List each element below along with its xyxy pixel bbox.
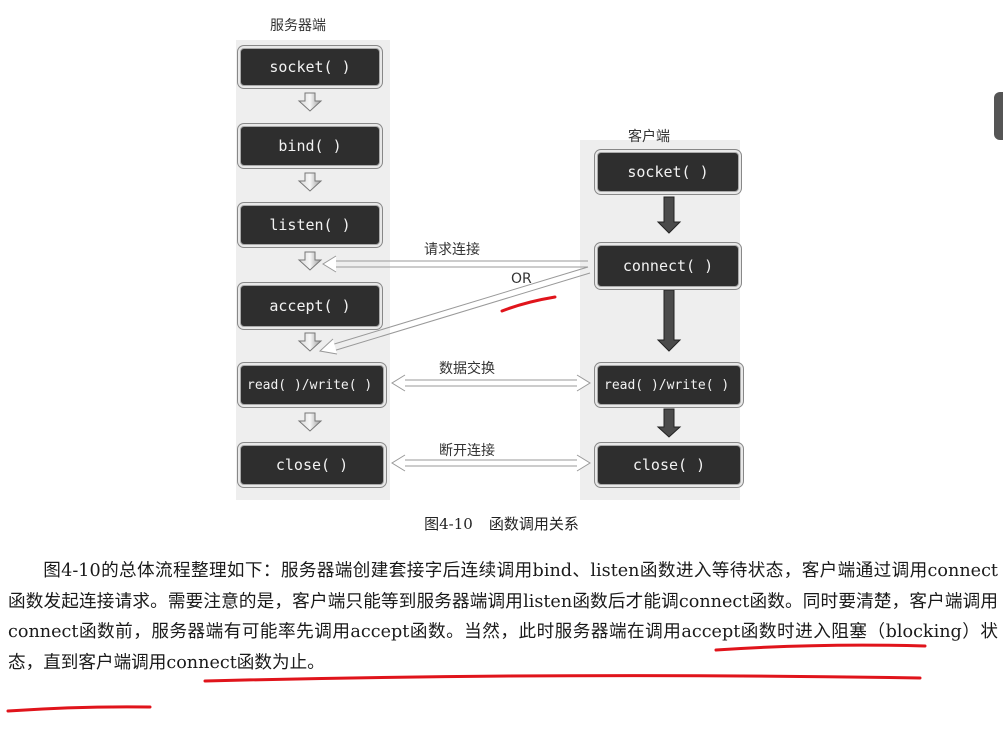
request-connection-or-arrow bbox=[318, 266, 591, 355]
server-socket-box: socket( ) bbox=[240, 48, 380, 86]
client-close-box: close( ) bbox=[597, 445, 741, 485]
down-arrow-icon bbox=[656, 289, 682, 352]
edge-label-request: 请求连接 bbox=[424, 242, 480, 258]
down-arrow-icon bbox=[297, 92, 323, 112]
server-close-box: close( ) bbox=[240, 445, 384, 485]
server-read-write-box: read( )/write( ) bbox=[240, 365, 384, 405]
figure-number: 图4-10 bbox=[424, 515, 473, 533]
down-arrow-icon bbox=[656, 408, 682, 438]
figure-caption: 图4-10 函数调用关系 bbox=[0, 513, 1003, 534]
body-paragraph: 图4-10的总体流程整理如下：服务器端创建套接字后连续调用bind、listen… bbox=[8, 561, 998, 673]
server-bind-box: bind( ) bbox=[240, 126, 380, 166]
down-arrow-icon bbox=[297, 172, 323, 192]
server-accept-box: accept( ) bbox=[240, 285, 380, 327]
client-read-write-box: read( )/write( ) bbox=[597, 365, 741, 405]
underline-2 bbox=[203, 674, 922, 683]
client-column-background bbox=[580, 140, 740, 500]
client-connect-box: connect( ) bbox=[597, 245, 739, 287]
edge-label-or: OR bbox=[511, 271, 532, 287]
down-arrow-icon bbox=[297, 251, 323, 271]
disconnect-arrow bbox=[391, 454, 591, 472]
server-flow-arrows bbox=[297, 92, 323, 432]
server-listen-box: listen( ) bbox=[240, 205, 380, 245]
red-annotation-marks bbox=[6, 295, 927, 713]
data-exchange-arrow bbox=[391, 374, 591, 392]
client-flow-arrows bbox=[656, 196, 682, 438]
down-arrow-icon bbox=[297, 332, 323, 352]
edge-label-exchange: 数据交换 bbox=[439, 361, 495, 377]
underline-1 bbox=[714, 643, 927, 652]
underline-3 bbox=[6, 705, 152, 713]
edge-label-disconnect: 断开连接 bbox=[439, 443, 495, 459]
page-edge-tab bbox=[994, 92, 1003, 140]
down-arrow-icon bbox=[656, 196, 682, 234]
client-socket-box: socket( ) bbox=[597, 152, 739, 192]
down-arrow-icon bbox=[297, 412, 323, 432]
or-underline bbox=[500, 295, 557, 313]
server-column-title: 服务器端 bbox=[270, 18, 326, 34]
request-connection-arrow bbox=[322, 255, 588, 273]
client-column-title: 客户端 bbox=[628, 129, 670, 145]
figure-title: 函数调用关系 bbox=[488, 515, 579, 533]
